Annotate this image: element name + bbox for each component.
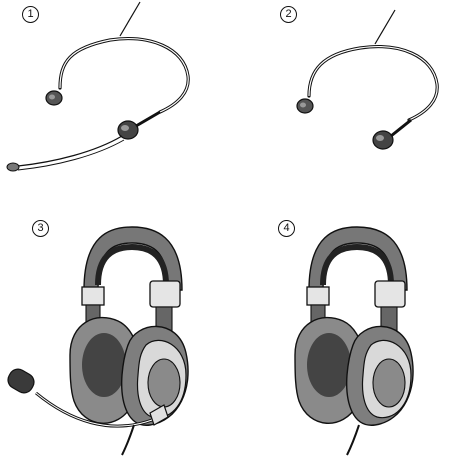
headphones-with-boom-mic-figure [0, 225, 225, 456]
headphones-figure [225, 225, 450, 456]
headband-headset-with-boom-mic-icon [6, 1, 190, 172]
figure-number-3: 3 [32, 220, 49, 237]
figure-number-4: 4 [278, 220, 295, 237]
figure-number-1: 1 [22, 6, 39, 23]
figure-number-2: 2 [280, 6, 297, 23]
headset-no-mic-figure [225, 0, 450, 200]
over-ear-headphones-icon [294, 226, 414, 456]
over-ear-headphones-with-boom-mic-icon [7, 226, 189, 456]
headband-headset-no-mic-icon [296, 9, 439, 150]
headset-with-boom-mic-figure [0, 0, 225, 200]
